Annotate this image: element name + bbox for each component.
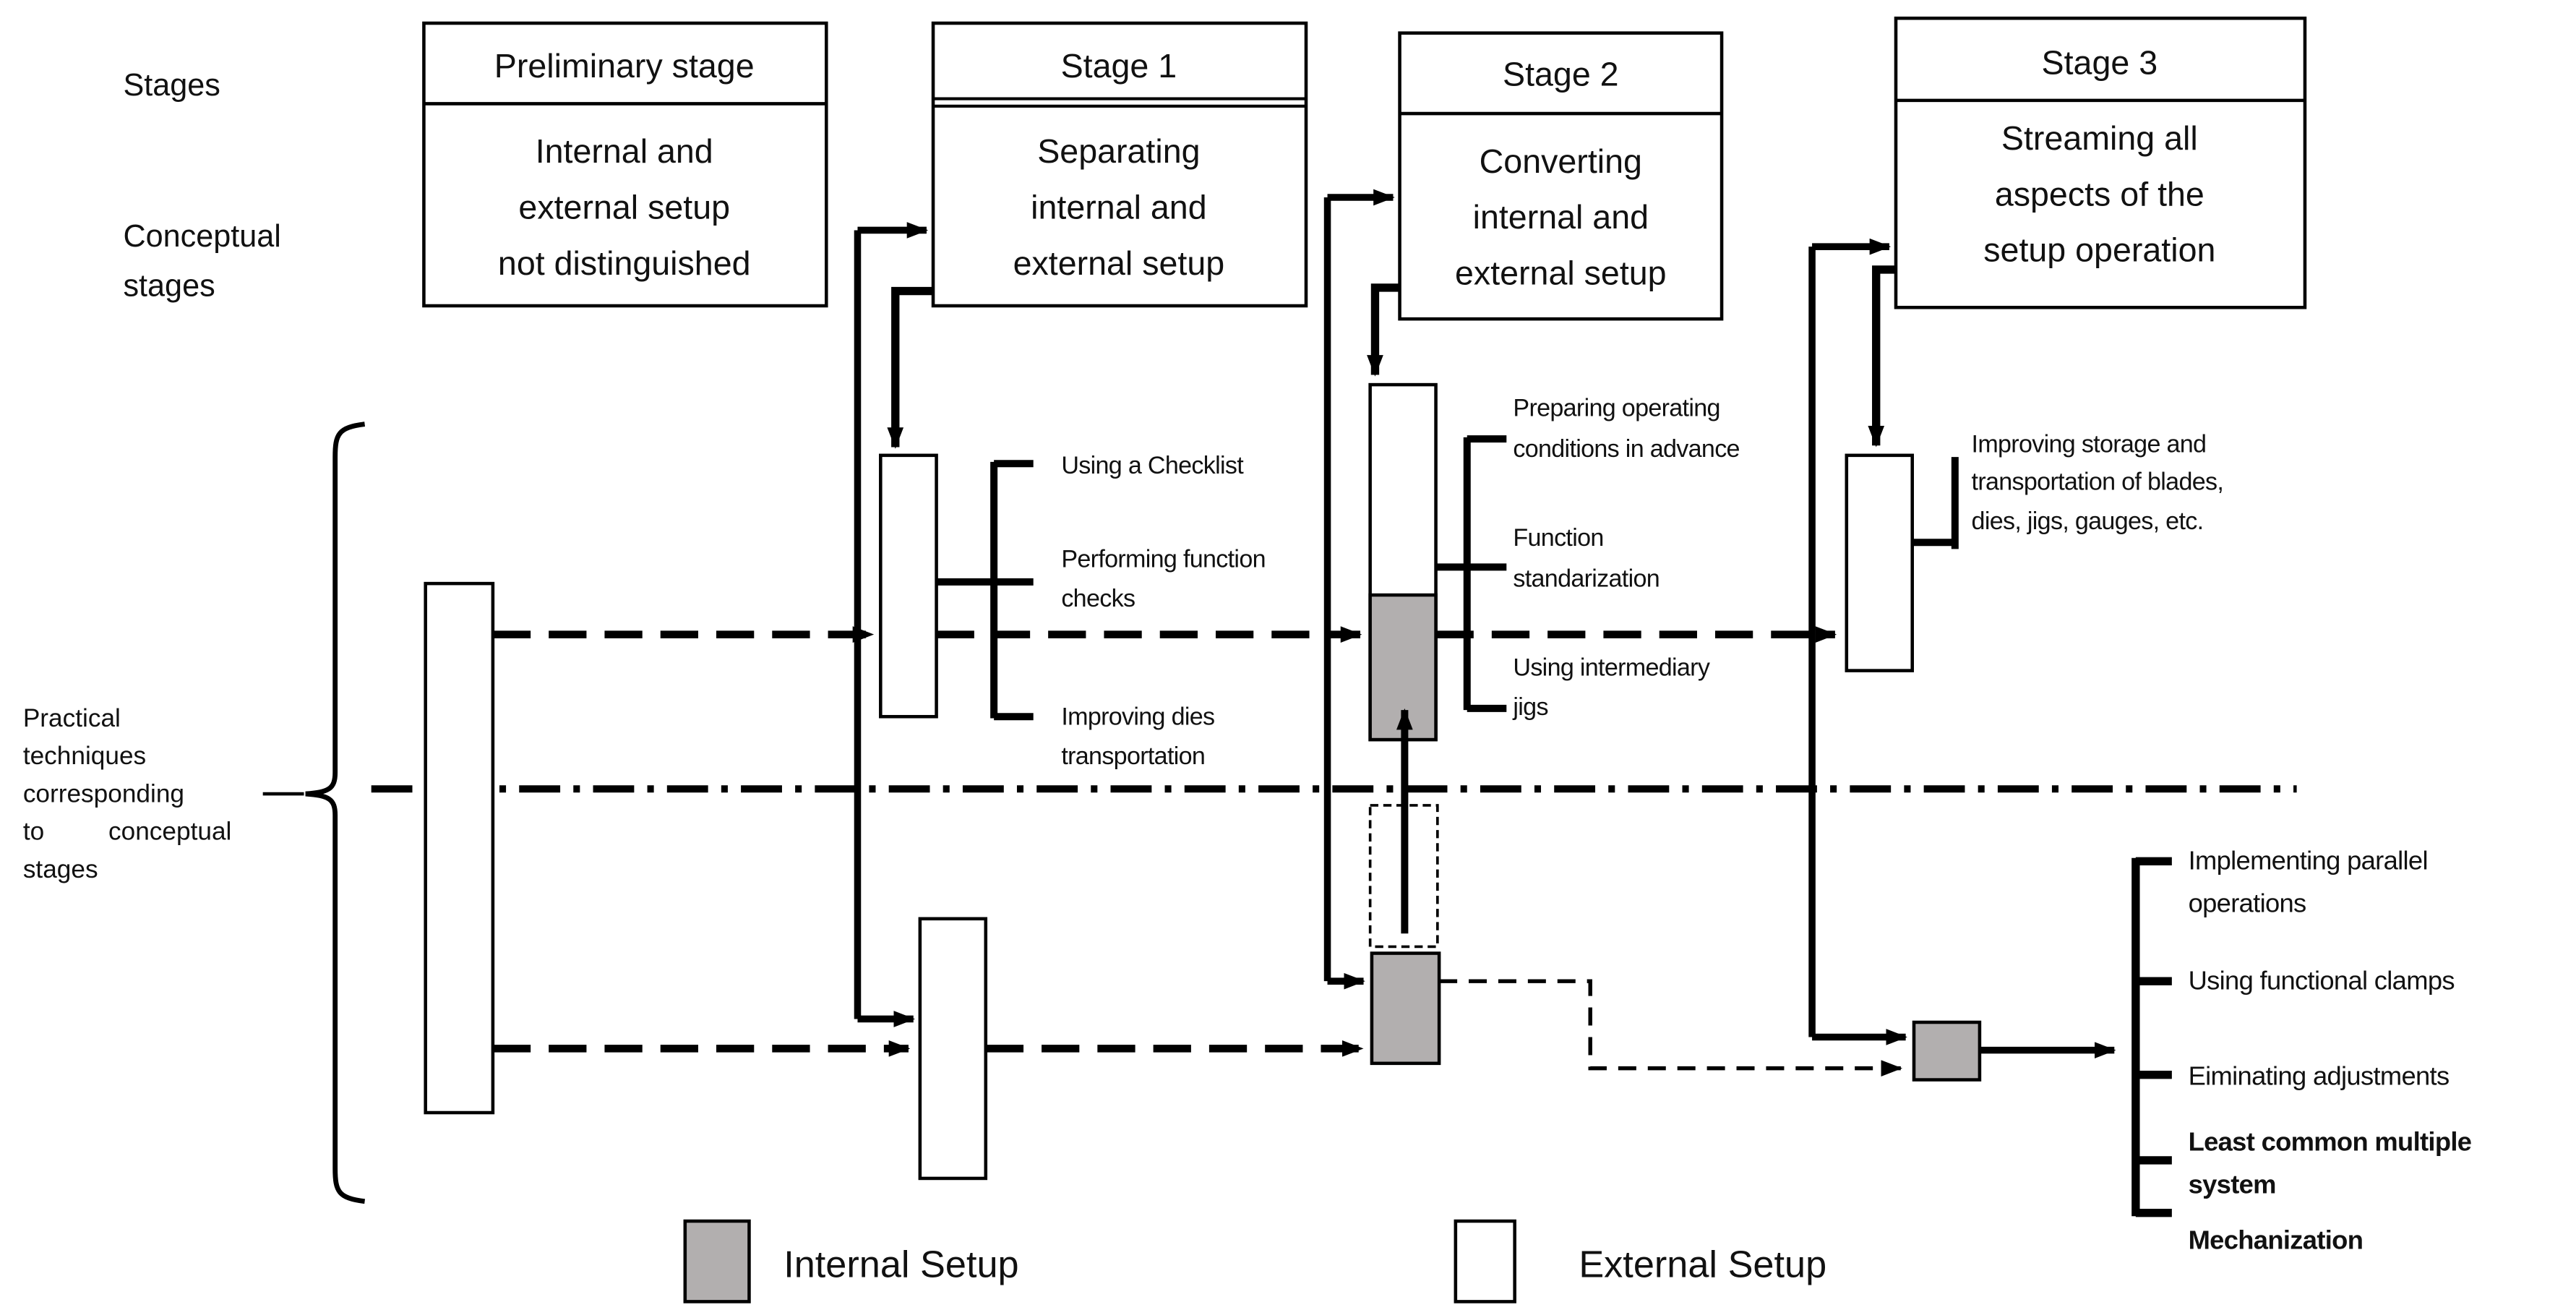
stage-box-1-body-3: external setup [1013,244,1225,282]
legend-internal-setup-label: Internal Setup [783,1243,1018,1285]
stage3-flow: Improving storage and transportation of … [1808,238,2224,1082]
stage-box-3-body-3: setup operation [1983,231,2215,269]
stage-box-2-body-2: internal and [1473,198,1649,236]
stage-box-preliminary: Preliminary stage Internal and external … [422,21,828,308]
stage-box-1-body-1: Separating [1037,132,1200,170]
preliminary-setup-bar [424,581,495,1115]
final-technique-1-line1: Implementing parallel [2189,846,2428,876]
stage2-flow: Preparing operating conditions in advanc… [1323,189,1903,1077]
stage1-technique-2-line1: Performing function [1061,545,1266,573]
stage-box-1: Stage 1 Separating internal and external… [931,21,1308,308]
final-technique-4-line2: system [2189,1169,2276,1199]
practical-techniques-line4b: conceptual [108,818,231,846]
stage3-internal-setup-rect [1912,1020,1982,1082]
final-technique-5: Mechanization [2189,1225,2364,1255]
left-brace-annotation: Practical techniques corresponding to co… [23,421,366,1204]
stage1-elbow-arrow-to-external-bar [887,286,934,449]
legend: Internal Setup External Setup [683,1219,1826,1303]
stage-box-2-body-3: external setup [1455,254,1667,291]
final-technique-2: Using functional clamps [2189,966,2455,996]
stage1-technique-1: Using a Checklist [1061,452,1244,479]
practical-techniques-line5: stages [23,855,98,883]
stage1-external-setup-bar [879,453,938,719]
stage2-technique-3-line1: Using intermediary [1513,654,1709,681]
stage-box-1-body-2: internal and [1031,189,1206,226]
stage-box-preliminary-body-2: external setup [518,189,730,226]
stage-box-3-body-2: aspects of the [1995,175,2204,213]
left-curly-brace [305,421,366,1204]
stage1-flow: Using a Checklist Performing function ch… [854,222,1266,1181]
stage-box-1-frame [931,21,1308,308]
row-labels: Stages Conceptual stages [123,68,280,303]
legend-external-setup-label: External Setup [1579,1243,1826,1285]
stage-box-3-title: Stage 3 [2042,44,2158,82]
conceptual-stages-label-line2: stages [123,268,215,303]
stage-box-3: Stage 3 Streaming all aspects of the set… [1894,16,2307,309]
stage3-technique-1-line1: Improving storage and [1972,430,2207,458]
stage-box-preliminary-body-1: Internal and [536,132,713,170]
stage3-external-setup-bar [1845,453,1914,672]
stage2-technique-1-line1: Preparing operating [1513,394,1720,421]
stage1-internal-setup-bar [918,917,988,1181]
practical-techniques-line4a: to [23,818,44,846]
stage1-technique-2-line2: checks [1061,585,1135,612]
final-technique-3: Eiminating adjustments [2189,1061,2450,1090]
legend-external-setup-swatch [1454,1219,1516,1303]
practical-techniques-line1: Practical [23,704,121,732]
stage2-internal-setup-rect [1370,951,1441,1066]
stage2-technique-2-line1: Function [1513,524,1603,552]
practical-techniques-line2: techniques [23,742,146,770]
stage1-technique-3-line2: transportation [1061,742,1205,770]
stage2-elbow-arrow-to-bar [1367,283,1400,377]
stage3-technique-1-line3: dies, jigs, gauges, etc. [1972,508,2204,535]
stage-box-preliminary-title: Preliminary stage [494,47,755,85]
stage-box-preliminary-body-3: not distinguished [498,244,751,282]
stage-box-3-body-1: Streaming all [2001,119,2198,157]
stage-box-2: Stage 2 Converting internal and external… [1398,31,1724,321]
stages-row-label: Stages [123,68,220,103]
stage2-technique-1-line2: conditions in advance [1513,435,1739,463]
practical-techniques-line3: corresponding [23,779,184,808]
stage-box-3-frame [1894,16,2307,309]
stage-box-2-title: Stage 2 [1503,55,1619,93]
final-technique-4-line1: Least common multiple [2189,1126,2472,1156]
stage-box-2-frame [1398,31,1724,321]
legend-internal-setup-swatch [683,1219,751,1303]
stage-box-preliminary-frame [422,21,828,308]
stage1-technique-3-line1: Improving dies [1061,703,1214,731]
stage3-technique-1-line2: transportation of blades, [1972,468,2224,496]
stage2-technique-2-line2: standarization [1513,565,1660,593]
stage2-to-stage3-internal-dashed-path [1439,979,1903,1077]
stage-box-2-body-1: Converting [1480,142,1642,180]
stage3-elbow-arrow-to-bar [1868,265,1896,448]
final-technique-1-line2: operations [2189,889,2306,918]
final-techniques-list: Implementing parallel operations Using f… [2131,846,2472,1255]
conceptual-stages-label-line1: Conceptual [123,219,280,254]
stage2-technique-3-line2: jigs [1512,693,1547,721]
stage-box-1-title: Stage 1 [1061,47,1177,85]
